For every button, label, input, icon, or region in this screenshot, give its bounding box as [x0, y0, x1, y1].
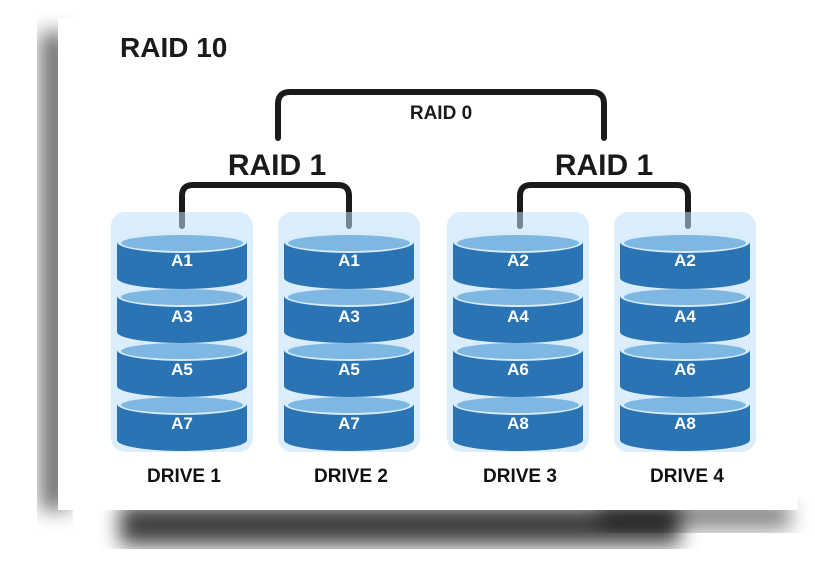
- platter-body: [453, 404, 583, 451]
- block-label: A7: [338, 414, 360, 433]
- platter-top: [288, 343, 410, 359]
- raid1-label-1: RAID 1: [228, 149, 326, 182]
- block-label: A4: [674, 307, 696, 326]
- platter-body: [453, 350, 583, 397]
- raid0-connector: [275, 89, 607, 141]
- platter-body: [453, 242, 583, 289]
- block-label: A1: [338, 251, 360, 270]
- disk-platter: [620, 285, 750, 343]
- block-label: A6: [674, 360, 696, 379]
- block-label: A4: [507, 307, 529, 326]
- platter-top: [288, 235, 410, 251]
- raid1-label-2: RAID 1: [555, 149, 653, 182]
- platter-body: [284, 404, 414, 451]
- drive-label: DRIVE 2: [314, 466, 388, 487]
- disk-platter: [117, 231, 247, 289]
- block-label: A5: [171, 360, 193, 379]
- block-label: A3: [338, 307, 360, 326]
- disk-platter: [453, 393, 583, 451]
- platter-body: [620, 242, 750, 289]
- raid0-label: RAID 0: [410, 103, 472, 124]
- platter-top: [457, 235, 579, 251]
- platter-top: [624, 343, 746, 359]
- block-label: A7: [171, 414, 193, 433]
- disk-platter: [284, 339, 414, 397]
- drive-label: DRIVE 1: [147, 466, 221, 487]
- diagram-title: RAID 10: [120, 32, 227, 63]
- disk-platter: [117, 285, 247, 343]
- platter-body: [284, 350, 414, 397]
- platter-top: [288, 289, 410, 305]
- platter-top: [121, 343, 243, 359]
- platter-top: [624, 397, 746, 413]
- platter-body: [117, 350, 247, 397]
- disk-platter: [117, 339, 247, 397]
- disk-platter: [284, 285, 414, 343]
- platter-top: [121, 397, 243, 413]
- block-label: A6: [507, 360, 529, 379]
- disk-platter: [284, 393, 414, 451]
- disk-platter: [620, 393, 750, 451]
- platter-body: [284, 242, 414, 289]
- block-label: A8: [674, 414, 696, 433]
- platter-body: [620, 404, 750, 451]
- platter-top: [121, 289, 243, 305]
- block-label: A5: [338, 360, 360, 379]
- disk-platter: [284, 231, 414, 289]
- block-label: A1: [171, 251, 193, 270]
- disk-platter: [117, 393, 247, 451]
- platter-top: [624, 289, 746, 305]
- drive-label: DRIVE 4: [650, 466, 724, 487]
- disk-platter: [620, 339, 750, 397]
- platter-body: [117, 296, 247, 343]
- platter-top: [121, 235, 243, 251]
- disk-platter: [453, 231, 583, 289]
- platter-body: [620, 296, 750, 343]
- disk-platter: [453, 285, 583, 343]
- platter-body: [117, 404, 247, 451]
- disk-platter: [620, 231, 750, 289]
- block-label: A2: [507, 251, 529, 270]
- platter-top: [457, 289, 579, 305]
- platter-top: [457, 397, 579, 413]
- platter-top: [288, 397, 410, 413]
- block-label: A2: [674, 251, 696, 270]
- raid1-connector-1: [179, 182, 352, 229]
- platter-body: [620, 350, 750, 397]
- platter-top: [624, 235, 746, 251]
- platter-top: [457, 343, 579, 359]
- labels: RAID 0 RAID 1 RAID 1: [228, 103, 653, 182]
- raid1-connector-2: [517, 182, 691, 229]
- platter-body: [117, 242, 247, 289]
- platter-body: [284, 296, 414, 343]
- drive-label: DRIVE 3: [483, 466, 557, 487]
- disk-platter: [453, 339, 583, 397]
- block-label: A8: [507, 414, 529, 433]
- connectors: [179, 89, 691, 229]
- platter-body: [453, 296, 583, 343]
- block-label: A3: [171, 307, 193, 326]
